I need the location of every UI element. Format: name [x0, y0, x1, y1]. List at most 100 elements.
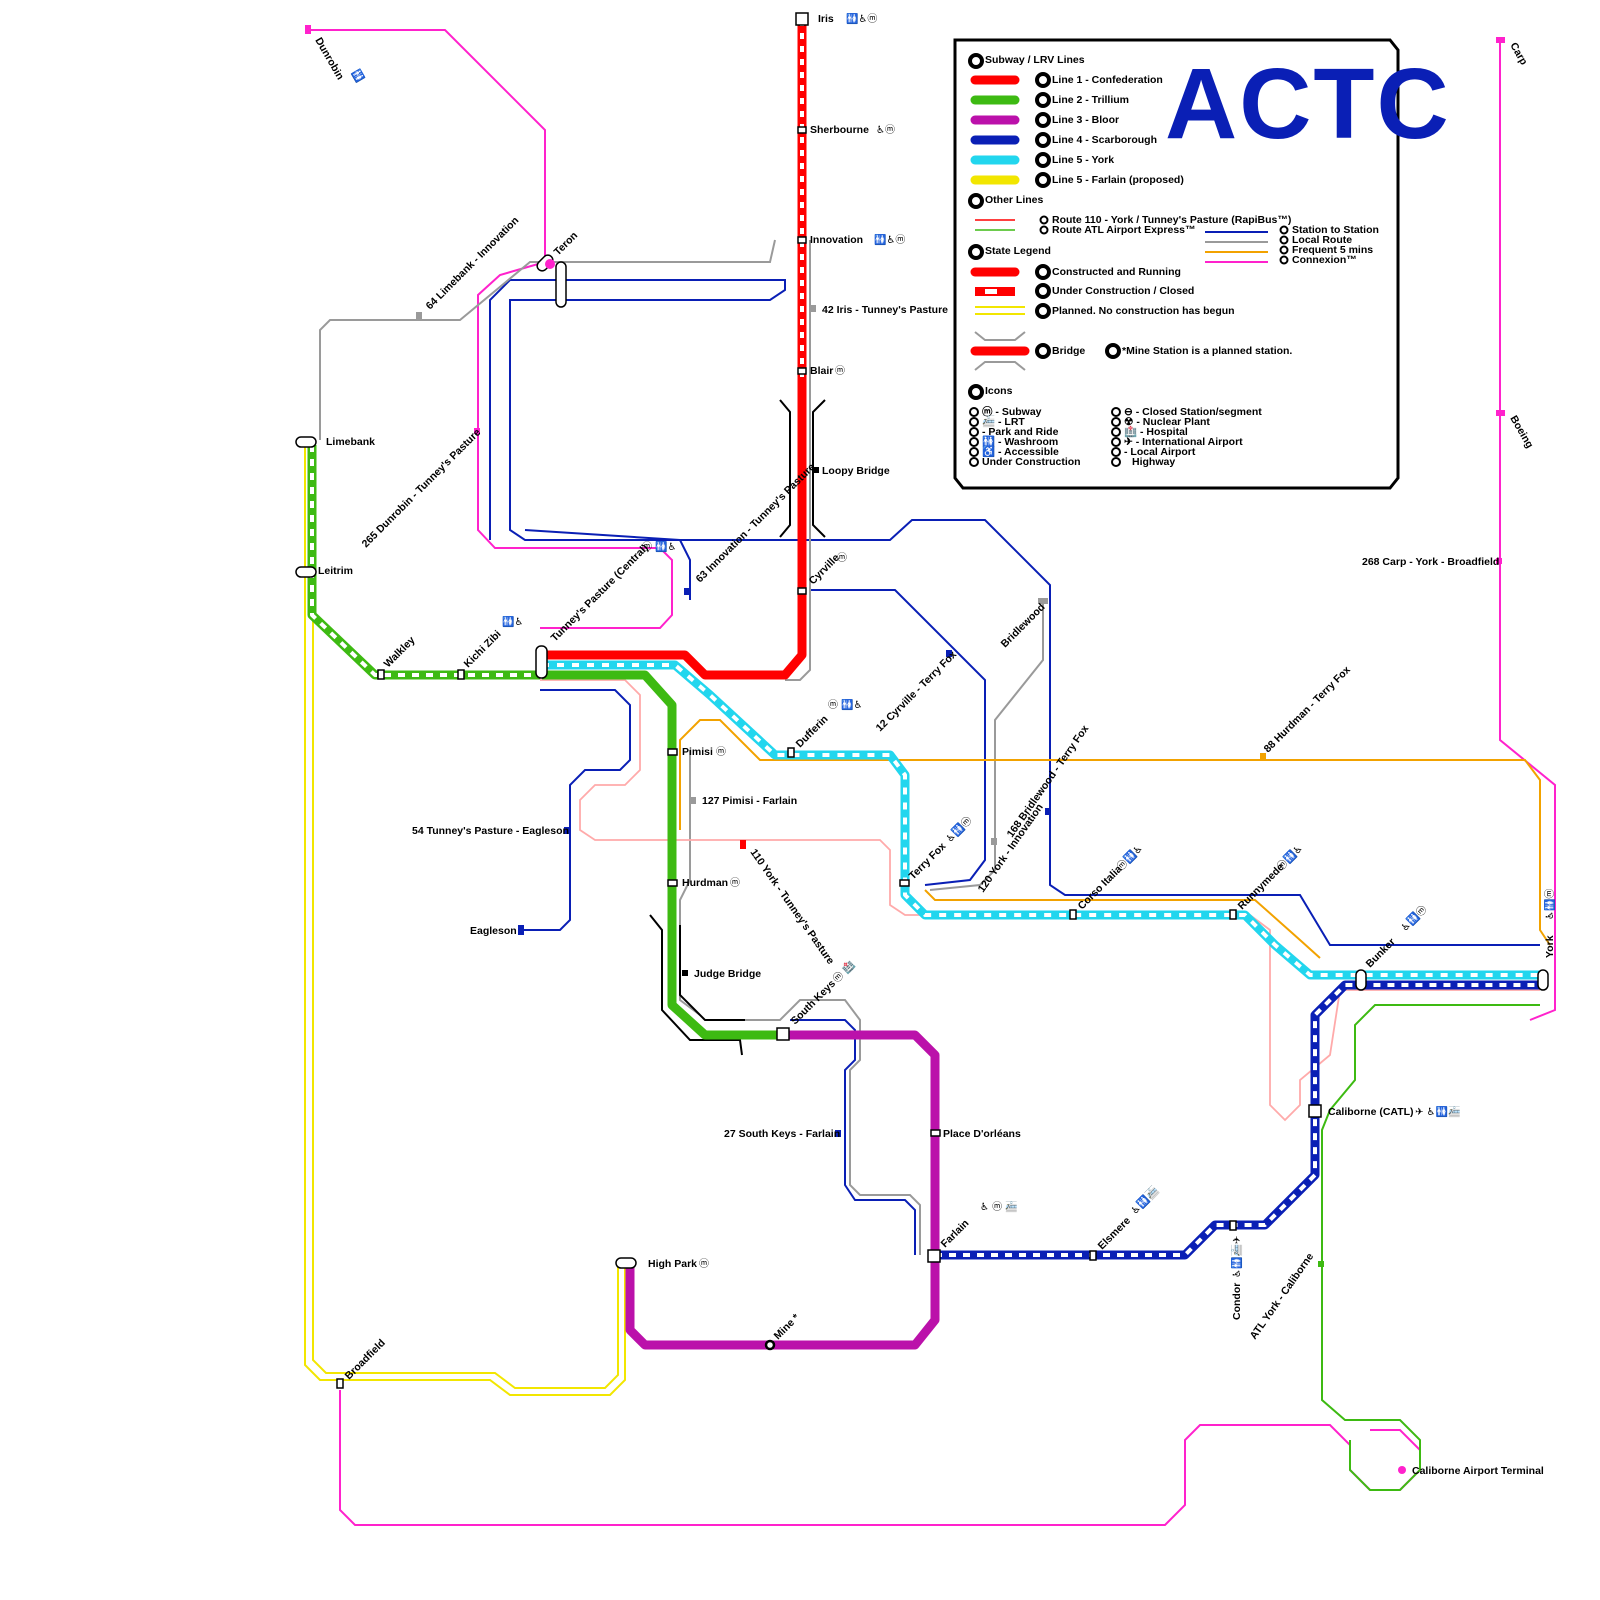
- legend-running: Constructed and Running: [1052, 266, 1181, 278]
- stop-loopy-bridge[interactable]: [813, 467, 819, 473]
- bullet-line1: [1035, 72, 1051, 88]
- line5p-track-b[interactable]: [312, 445, 619, 1389]
- station-pimisi[interactable]: [667, 748, 678, 756]
- stop-127[interactable]: [690, 797, 696, 804]
- legend-line3: Line 3 - Bloor: [1052, 114, 1119, 126]
- route-27[interactable]: [790, 1019, 916, 1255]
- bullet-icon-10: [1111, 437, 1121, 447]
- stop-boeing[interactable]: [1496, 410, 1505, 416]
- line3-segment[interactable]: [625, 1030, 940, 1350]
- bullet-icons-header: [968, 384, 984, 400]
- label-route-64: 64 Limebank - Innovation: [424, 215, 522, 313]
- station-hurdman[interactable]: [667, 879, 678, 887]
- label-condor: Condor: [1231, 1283, 1243, 1320]
- station-terry-fox[interactable]: [899, 879, 910, 887]
- stop-120[interactable]: [1045, 808, 1051, 815]
- label-hurdman: Hurdman: [682, 877, 728, 889]
- stop-caliborne-airport[interactable]: [1398, 1466, 1406, 1474]
- label-broadfield: Broadfield: [343, 1337, 388, 1382]
- station-corso-italia[interactable]: [1069, 909, 1077, 920]
- stop-42[interactable]: [810, 305, 816, 312]
- stop-dunrobin[interactable]: [305, 25, 311, 34]
- route-gray-sk[interactable]: [740, 999, 921, 1255]
- route-12[interactable]: [810, 589, 986, 886]
- stop-bridlewood[interactable]: [1038, 598, 1048, 604]
- bridges: [649, 399, 826, 1056]
- station-tunneys[interactable]: [535, 645, 548, 679]
- route-42[interactable]: [785, 240, 811, 681]
- line2-segment[interactable]: [542, 670, 785, 1040]
- route-265[interactable]: [477, 261, 673, 629]
- station-high-park[interactable]: [615, 1257, 637, 1269]
- loopy-bridge-left: [779, 399, 791, 538]
- stop-12[interactable]: [946, 650, 952, 657]
- line4-segment[interactable]: [935, 980, 1545, 1260]
- line5p-track-a[interactable]: [304, 445, 626, 1396]
- route-88-branch[interactable]: [924, 889, 1321, 959]
- station-kichi-zibi[interactable]: [457, 669, 465, 680]
- station-cyrville[interactable]: [797, 587, 807, 595]
- station-mine[interactable]: [764, 1339, 776, 1351]
- route-110[interactable]: [540, 679, 1540, 1122]
- station-runnymede[interactable]: [1229, 909, 1237, 920]
- stop-63[interactable]: [684, 588, 690, 595]
- stop-268[interactable]: [1496, 558, 1502, 564]
- line5-segment[interactable]: [542, 660, 1545, 980]
- stop-teron[interactable]: [545, 259, 555, 269]
- stop-carp[interactable]: [1496, 37, 1505, 43]
- station-bunker[interactable]: [1355, 969, 1367, 991]
- stop-54[interactable]: [564, 827, 570, 834]
- station-iris[interactable]: [795, 12, 809, 26]
- route-63[interactable]: [489, 279, 786, 600]
- station-limebank[interactable]: [295, 436, 317, 448]
- route-broadfield-airport[interactable]: [339, 1390, 1421, 1526]
- bullet-uc: [1035, 283, 1051, 299]
- station-broadfield[interactable]: [336, 1378, 344, 1389]
- stop-eagleson[interactable]: [518, 925, 524, 935]
- route-88[interactable]: [679, 719, 1551, 946]
- bullet-icon-9: [1111, 427, 1121, 437]
- station-innovation[interactable]: [797, 236, 807, 244]
- station-walkley[interactable]: [377, 669, 385, 680]
- station-place-dorleans[interactable]: [930, 1129, 941, 1137]
- stop-110[interactable]: [740, 840, 746, 849]
- swatch-uc-gap: [985, 289, 997, 294]
- legend-frame: [953, 38, 1400, 490]
- stop-27[interactable]: [835, 1130, 841, 1137]
- label-bridlewood: Bridlewood: [999, 601, 1048, 650]
- station-dufferin[interactable]: [787, 747, 795, 758]
- station-blair[interactable]: [797, 367, 807, 375]
- bullet-icon-7: [1111, 407, 1121, 417]
- stop-88[interactable]: [1260, 753, 1266, 760]
- station-caliborne[interactable]: [1308, 1104, 1322, 1118]
- stop-265[interactable]: [474, 428, 480, 434]
- icons-dunrobin: 🚻: [349, 67, 366, 84]
- station-york[interactable]: [1537, 969, 1549, 991]
- legend-h-icons: Icons: [985, 385, 1013, 397]
- station-farlain[interactable]: [927, 1249, 941, 1263]
- station-teron[interactable]: [555, 261, 567, 308]
- route-atl[interactable]: [1321, 1004, 1540, 1491]
- station-leitrim[interactable]: [295, 566, 317, 578]
- line1-segment[interactable]: [542, 380, 807, 680]
- route-64[interactable]: [319, 239, 776, 440]
- legend-planned: Planned. No construction has begun: [1052, 305, 1235, 317]
- station-elsmere[interactable]: [1089, 1250, 1097, 1261]
- bullet-icon-11: [1111, 447, 1121, 457]
- label-route-265: 265 Dunrobin - Tunney's Pasture: [360, 426, 484, 550]
- route-54[interactable]: [520, 689, 631, 931]
- route-dunrobin-teron[interactable]: [308, 29, 546, 262]
- route-168[interactable]: [929, 600, 1044, 891]
- route-127[interactable]: [679, 750, 701, 1016]
- icons-condor: ♿🚻🚈✈: [1230, 1236, 1243, 1278]
- station-condor[interactable]: [1229, 1220, 1237, 1231]
- stop-atl[interactable]: [1318, 1261, 1324, 1267]
- route-blue-connector[interactable]: [524, 519, 1540, 946]
- stop-judge-bridge[interactable]: [682, 970, 688, 976]
- label-dunrobin: Dunrobin: [312, 36, 346, 82]
- station-south-keys[interactable]: [776, 1027, 790, 1041]
- station-sherbourne[interactable]: [797, 126, 807, 134]
- stop-64[interactable]: [416, 312, 422, 319]
- route-carp-york[interactable]: [1499, 42, 1556, 1021]
- stop-168[interactable]: [991, 838, 997, 845]
